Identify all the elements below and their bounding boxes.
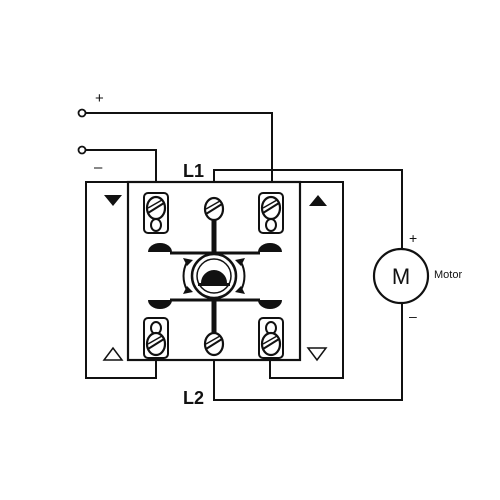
supply-terminal-positive [77, 108, 87, 118]
rotary-knob-icon [182, 252, 246, 300]
supply-terminal-negative [77, 145, 87, 155]
terminal-top-left [143, 192, 169, 234]
arrow-down-outline-icon [306, 347, 328, 362]
arrow-up-outline-icon [102, 346, 124, 361]
wire-l2-to-motor [213, 303, 403, 401]
motor-negative-label: – [409, 308, 417, 324]
terminal-bottom-right [258, 317, 284, 359]
contact-bottom-left [148, 300, 172, 309]
supply-positive-label: + [95, 90, 104, 107]
motor: M [372, 247, 430, 305]
terminal-top-right [258, 192, 284, 234]
contact-top-right [258, 243, 282, 252]
motor-positive-label: + [409, 230, 417, 246]
motor-label: Motor [434, 269, 462, 281]
arrow-up-icon [309, 195, 327, 206]
supply-negative-label: – [94, 159, 103, 176]
line-l2-label: L2 [183, 388, 204, 408]
terminal-bottom-center [203, 331, 225, 357]
contact-top-left [148, 243, 172, 252]
terminal-bottom-left [143, 317, 169, 359]
wire-positive-supply [86, 112, 273, 195]
contact-bottom-right [258, 300, 282, 309]
motor-symbol: M [392, 264, 410, 289]
arrow-down-icon [104, 195, 122, 206]
terminal-top-center [203, 196, 225, 222]
line-l1-label: L1 [183, 161, 204, 181]
